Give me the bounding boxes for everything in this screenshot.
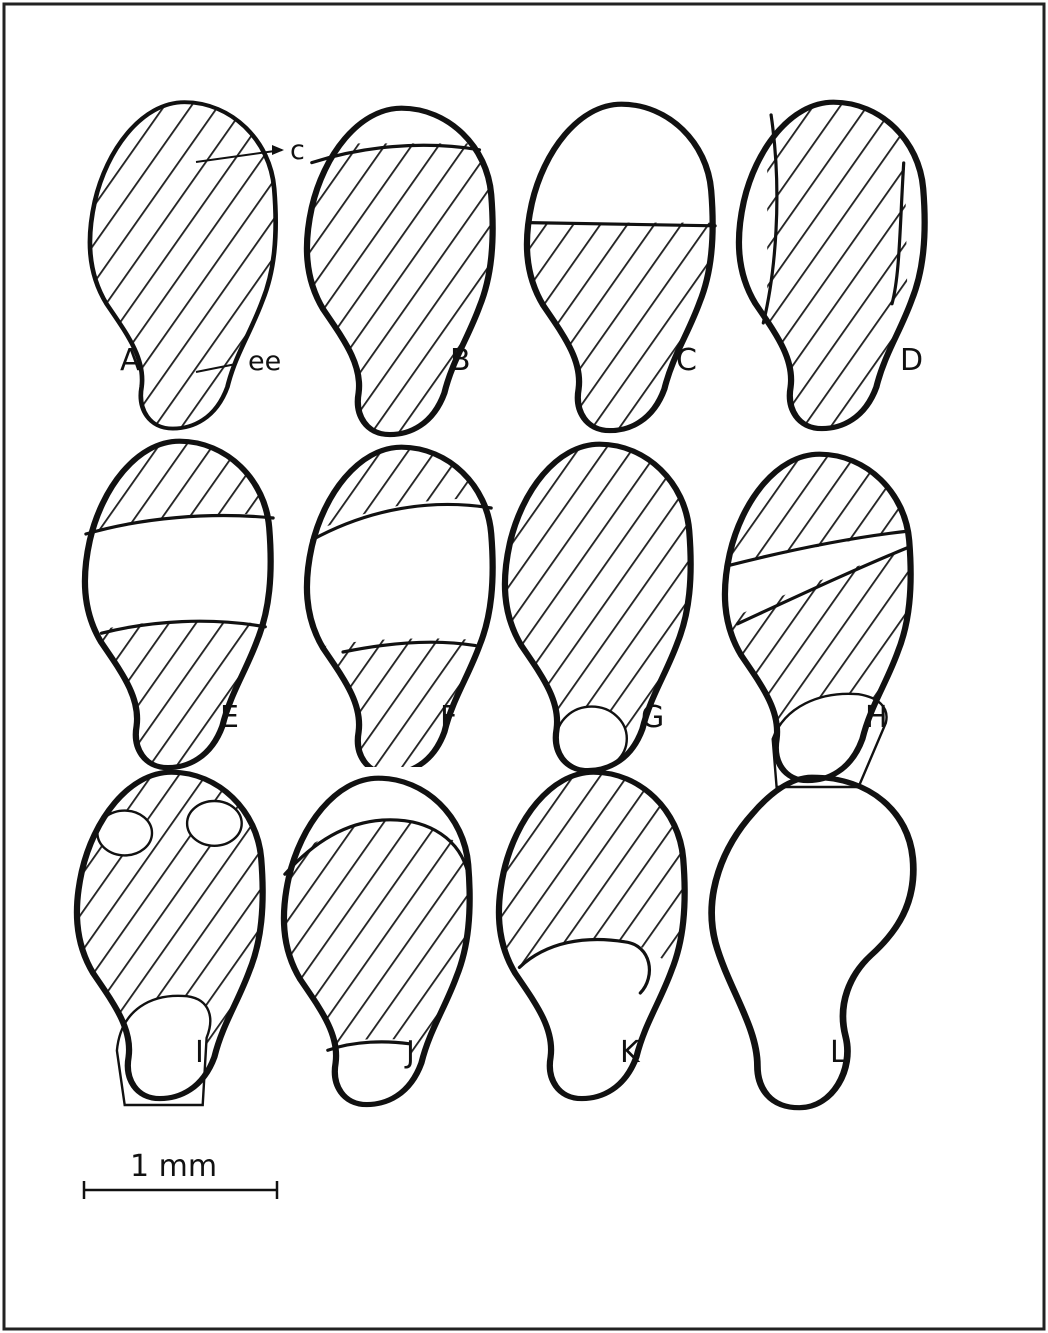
panel-K	[486, 761, 701, 1099]
panel-label-B: B	[450, 343, 471, 378]
panel-I	[64, 761, 279, 1129]
panel-label-K: K	[620, 1035, 641, 1070]
scale-bar-label: 1 mm	[130, 1149, 217, 1184]
panel-label-J: J	[404, 1035, 415, 1070]
panel-L	[712, 777, 914, 1107]
panel-D	[739, 99, 925, 435]
panel-label-E: E	[220, 700, 239, 735]
panel-G	[492, 433, 707, 801]
panel-label-C: C	[676, 343, 697, 378]
panel-C	[514, 104, 729, 462]
panel-label-I: I	[195, 1035, 204, 1070]
panel-F	[294, 436, 509, 796]
panel-H	[712, 443, 927, 803]
scale-bar: 1 mm	[84, 1149, 277, 1199]
panel-label-F: F	[440, 700, 457, 735]
panel-label-G: G	[641, 700, 664, 735]
panel-A	[90, 102, 276, 428]
panel-label-H: H	[865, 700, 888, 735]
panel-label-A: A	[120, 343, 141, 378]
panel-label-L: L	[830, 1035, 847, 1070]
pointer-c-arrow	[272, 145, 284, 155]
panel-B	[294, 108, 509, 463]
panel-E	[72, 430, 287, 790]
annotation-ee: ee	[248, 346, 281, 377]
panel-label-D: D	[900, 343, 923, 378]
annotation-c: c	[290, 135, 305, 166]
panel-J	[271, 767, 486, 1135]
